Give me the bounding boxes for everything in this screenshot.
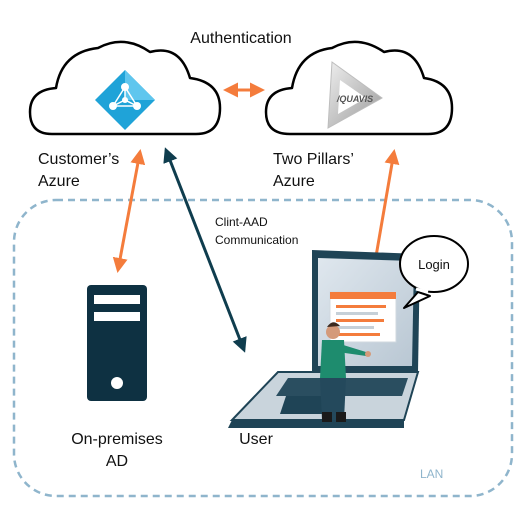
customer-azure-node: Customer’s Azure [28,40,222,190]
client-aad-label-line2: Communication [215,233,298,247]
on-prem-ad-label-line1: On-premises [71,431,163,448]
two-pillars-label-line1: Two Pillars’ [273,151,354,168]
on-prem-ad-node: On-premises AD [71,285,163,470]
lan-zone: LAN [12,198,514,498]
quavis-logo-text: /QUAVIS [336,94,373,104]
lan-zone-label: LAN [420,467,443,481]
client-aad-label-line1: Clint-AAD [215,215,268,229]
two-pillars-label-line2: Azure [273,173,315,190]
diagram-title: Authentication [190,30,291,47]
client-aad-arrow [163,147,247,353]
laptop-user-illustration [228,250,420,428]
customer-azure-label-line1: Customer’s [38,151,119,168]
two-pillars-azure-node: /QUAVIS Two Pillars’ Azure [264,40,454,190]
login-bubble-label: Login [418,257,450,272]
on-prem-ad-label-line2: AD [106,453,128,470]
customer-azure-label-line2: Azure [38,173,80,190]
quavis-triangle-logo: /QUAVIS [327,61,383,129]
azure-ad-diamond-icon [95,70,155,130]
server-tower-icon [87,285,147,401]
login-arrow [368,149,400,271]
ad-sync-arrow [112,149,146,273]
user-label: User [239,431,273,448]
login-speech-bubble: Login [399,235,469,309]
